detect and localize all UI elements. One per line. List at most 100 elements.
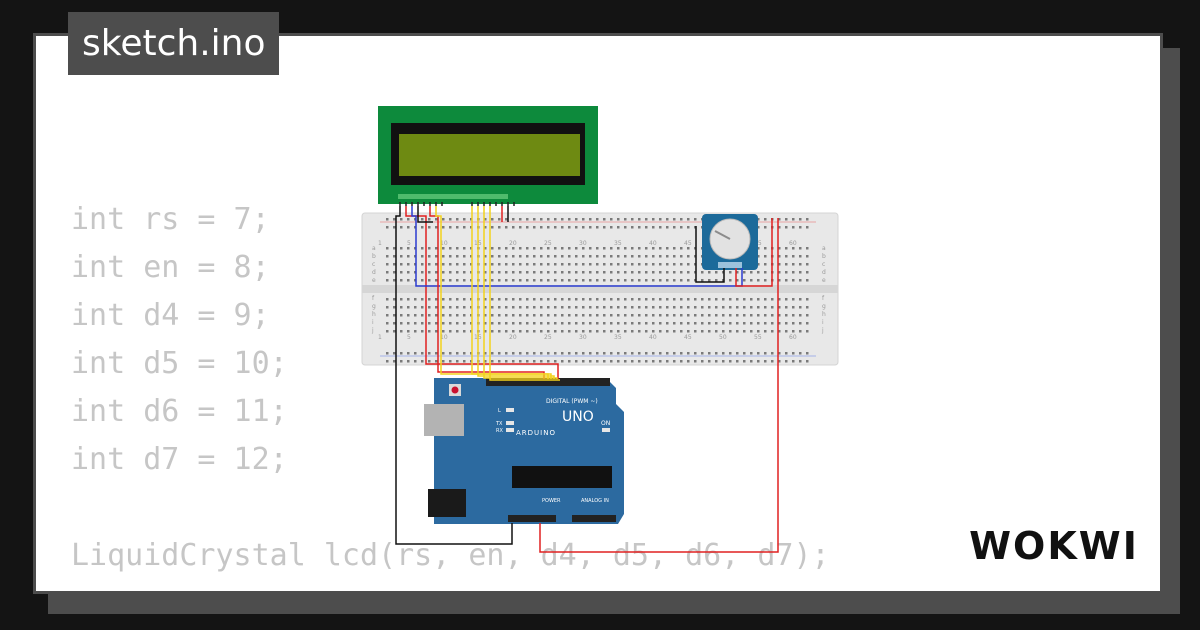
breadboard-hole bbox=[435, 271, 438, 274]
breadboard-hole bbox=[659, 255, 662, 258]
breadboard-hole bbox=[561, 314, 564, 317]
breadboard-hole bbox=[638, 255, 641, 258]
breadboard-hole bbox=[722, 360, 725, 363]
breadboard-hole bbox=[778, 298, 781, 301]
breadboard-hole bbox=[778, 255, 781, 258]
breadboard-hole bbox=[582, 247, 585, 250]
breadboard-hole bbox=[449, 314, 452, 317]
breadboard-hole bbox=[652, 247, 655, 250]
breadboard-hole bbox=[680, 218, 683, 221]
breadboard-hole bbox=[596, 255, 599, 258]
breadboard-hole bbox=[484, 226, 487, 229]
breadboard-hole bbox=[463, 298, 466, 301]
breadboard-hole bbox=[610, 226, 613, 229]
breadboard-hole bbox=[400, 322, 403, 325]
breadboard-hole bbox=[498, 263, 501, 266]
breadboard-hole bbox=[386, 263, 389, 266]
breadboard-hole bbox=[757, 298, 760, 301]
breadboard-hole bbox=[736, 271, 739, 274]
breadboard-hole bbox=[484, 263, 487, 266]
breadboard-hole bbox=[400, 247, 403, 250]
breadboard-hole bbox=[624, 279, 627, 282]
breadboard-hole bbox=[750, 330, 753, 333]
breadboard-hole bbox=[540, 306, 543, 309]
breadboard-hole bbox=[610, 314, 613, 317]
breadboard[interactable]: 1 5 10 15 20 25 30 35 40 45 50 55 60 1 5… bbox=[361, 212, 839, 366]
lcd-display[interactable] bbox=[378, 106, 598, 206]
breadboard-hole bbox=[533, 218, 536, 221]
breadboard-hole bbox=[519, 330, 522, 333]
breadboard-hole bbox=[547, 247, 550, 250]
breadboard-row-letter: a bbox=[822, 245, 826, 252]
breadboard-hole bbox=[407, 306, 410, 309]
breadboard-col-number: 40 bbox=[649, 334, 657, 341]
breadboard-hole bbox=[659, 330, 662, 333]
breadboard-col-number: 55 bbox=[754, 334, 762, 341]
breadboard-hole bbox=[505, 247, 508, 250]
breadboard-hole bbox=[435, 263, 438, 266]
arduino-uno[interactable]: UNO ARDUINO DIGITAL (PWM ~) ON L TX RX P… bbox=[424, 378, 624, 524]
breadboard-hole bbox=[456, 306, 459, 309]
breadboard-hole bbox=[673, 218, 676, 221]
breadboard-hole bbox=[666, 218, 669, 221]
breadboard-hole bbox=[638, 271, 641, 274]
breadboard-hole bbox=[435, 226, 438, 229]
potentiometer[interactable] bbox=[702, 214, 758, 270]
breadboard-hole bbox=[659, 314, 662, 317]
breadboard-hole bbox=[764, 330, 767, 333]
breadboard-hole bbox=[736, 352, 739, 355]
power-label: POWER bbox=[542, 498, 561, 504]
breadboard-hole bbox=[680, 360, 683, 363]
breadboard-hole bbox=[638, 247, 641, 250]
breadboard-hole bbox=[421, 322, 424, 325]
breadboard-hole bbox=[547, 322, 550, 325]
breadboard-hole bbox=[442, 352, 445, 355]
breadboard-hole bbox=[484, 298, 487, 301]
breadboard-hole bbox=[442, 298, 445, 301]
breadboard-hole bbox=[435, 330, 438, 333]
breadboard-hole bbox=[785, 279, 788, 282]
breadboard-hole bbox=[386, 218, 389, 221]
breadboard-hole bbox=[512, 271, 515, 274]
breadboard-hole bbox=[589, 360, 592, 363]
breadboard-hole bbox=[750, 352, 753, 355]
breadboard-hole bbox=[785, 352, 788, 355]
breadboard-hole bbox=[778, 352, 781, 355]
breadboard-hole bbox=[561, 255, 564, 258]
breadboard-hole bbox=[659, 218, 662, 221]
breadboard-hole bbox=[701, 306, 704, 309]
sketch-filename: sketch.ino bbox=[68, 12, 280, 75]
breadboard-hole bbox=[540, 314, 543, 317]
breadboard-hole bbox=[666, 322, 669, 325]
breadboard-hole bbox=[617, 314, 620, 317]
breadboard-hole bbox=[652, 218, 655, 221]
circuit-diagram[interactable]: 1 5 10 15 20 25 30 35 40 45 50 55 60 1 5… bbox=[36, 36, 1160, 591]
breadboard-hole bbox=[596, 298, 599, 301]
breadboard-hole bbox=[750, 306, 753, 309]
breadboard-hole bbox=[498, 352, 501, 355]
breadboard-hole bbox=[638, 314, 641, 317]
breadboard-hole bbox=[498, 226, 501, 229]
breadboard-hole bbox=[498, 271, 501, 274]
breadboard-hole bbox=[687, 322, 690, 325]
breadboard-hole bbox=[778, 314, 781, 317]
breadboard-hole bbox=[526, 247, 529, 250]
breadboard-hole bbox=[463, 314, 466, 317]
breadboard-hole bbox=[498, 314, 501, 317]
breadboard-hole bbox=[687, 330, 690, 333]
breadboard-hole bbox=[680, 247, 683, 250]
breadboard-hole bbox=[666, 263, 669, 266]
breadboard-hole bbox=[589, 226, 592, 229]
breadboard-hole bbox=[561, 247, 564, 250]
breadboard-hole bbox=[687, 298, 690, 301]
breadboard-hole bbox=[393, 218, 396, 221]
breadboard-hole bbox=[428, 271, 431, 274]
breadboard-hole bbox=[421, 263, 424, 266]
breadboard-col-number: 35 bbox=[614, 334, 622, 341]
breadboard-hole bbox=[491, 263, 494, 266]
breadboard-hole bbox=[666, 271, 669, 274]
breadboard-hole bbox=[659, 352, 662, 355]
breadboard-hole bbox=[624, 218, 627, 221]
breadboard-row-letter: d bbox=[822, 269, 826, 276]
breadboard-hole bbox=[617, 306, 620, 309]
